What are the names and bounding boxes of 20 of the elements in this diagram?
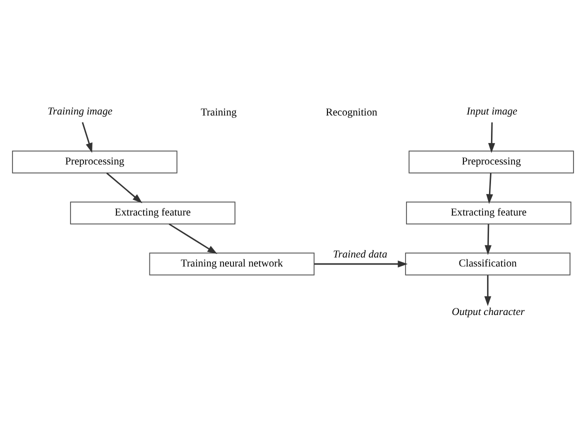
label: Training [200, 106, 237, 118]
arrow [486, 172, 494, 204]
node-box: Preprocessing [12, 150, 178, 173]
node-box: Extracting feature [406, 201, 572, 224]
arrow [314, 260, 408, 267]
node-box: Training neural network [149, 252, 315, 275]
arrow [106, 172, 142, 203]
node-text: Training image [48, 106, 112, 118]
arrow [488, 122, 496, 152]
node-box: Extracting feature [70, 201, 236, 224]
label: Recognition [326, 106, 378, 118]
arrow [82, 122, 92, 152]
node-text: Input image [466, 106, 518, 118]
node-box: Classification [405, 252, 570, 275]
arrow [484, 224, 492, 255]
node-text: Output character [452, 306, 525, 318]
arrow [484, 274, 492, 306]
arrow [168, 222, 218, 254]
edge-label: Trained data [333, 248, 388, 260]
node-box: Preprocessing [408, 150, 574, 173]
